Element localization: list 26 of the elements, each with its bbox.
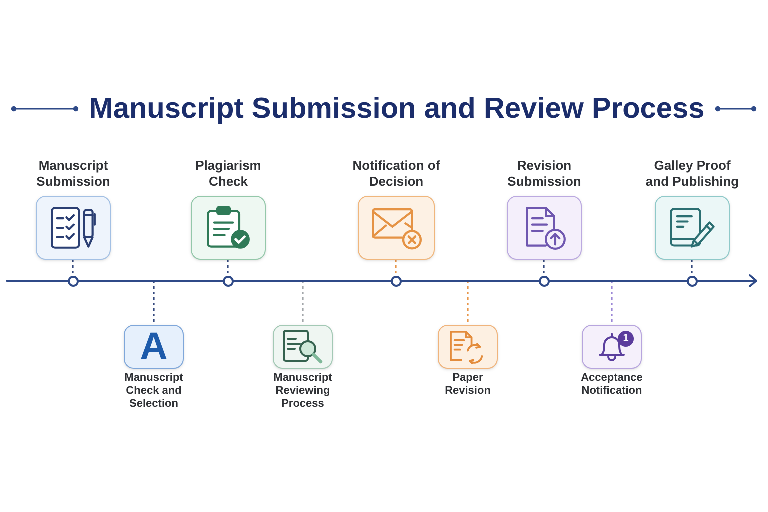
dashed-connector	[611, 281, 613, 325]
dashed-connector	[72, 260, 74, 276]
step-heading: Notification of Decision	[352, 158, 442, 190]
diagram-title: Manuscript Submission and Review Process	[89, 92, 705, 126]
step-label: Paper Revision	[444, 372, 492, 398]
dashed-connector	[227, 260, 229, 276]
icon-letter: A	[140, 328, 168, 366]
timeline-marker	[222, 276, 234, 286]
step-heading: Manuscript Submission	[36, 158, 112, 190]
dashed-connector	[543, 260, 545, 276]
dashed-connector	[467, 281, 469, 325]
step-heading: Galley Proof and Publishing	[644, 158, 740, 190]
step-label: Acceptance Notification	[580, 372, 644, 398]
timeline-marker	[390, 276, 402, 286]
step-label: Manuscript Reviewing Process	[272, 372, 334, 411]
notification-count: 1	[618, 331, 634, 347]
dashed-connector	[395, 260, 397, 276]
step-heading: Plagiarism Check	[194, 158, 262, 190]
timeline-marker	[686, 276, 698, 286]
step-heading: Revision Submission	[506, 158, 582, 190]
timeline-marker	[538, 276, 550, 286]
step-label: Manuscript Check and Selection	[124, 372, 184, 411]
dashed-connector	[302, 281, 304, 325]
timeline-marker	[68, 276, 78, 286]
dashed-connector	[153, 281, 155, 325]
dashed-connector	[691, 260, 693, 276]
